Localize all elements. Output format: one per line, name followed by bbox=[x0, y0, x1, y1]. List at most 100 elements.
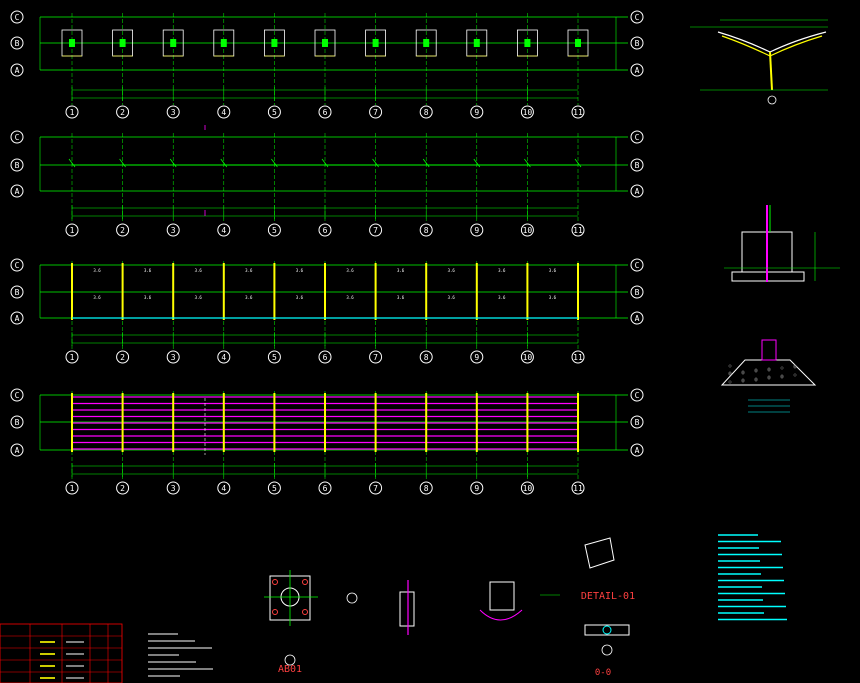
grid-bubble-label: A bbox=[15, 314, 20, 323]
grid-bubble-icon bbox=[10, 311, 24, 325]
gravel-base bbox=[720, 359, 817, 386]
grid-bubble-label: A bbox=[635, 187, 640, 196]
grid-bubble-label: C bbox=[15, 261, 20, 270]
detail-title-01: DETAIL-01 bbox=[581, 591, 635, 602]
connection-curve bbox=[479, 609, 523, 621]
column-base-plate bbox=[271, 39, 278, 47]
grid-bubble-label: 1 bbox=[70, 484, 75, 493]
grid-bubble-label: 8 bbox=[424, 108, 429, 117]
grid-bubble-icon bbox=[630, 158, 644, 172]
grid-bubble-icon bbox=[419, 481, 433, 495]
grid-bubble-label: A bbox=[635, 314, 640, 323]
grid-bubble-icon bbox=[65, 223, 79, 237]
grid-bubble-label: 9 bbox=[474, 484, 479, 493]
grid-bubble-icon bbox=[65, 105, 79, 119]
grid-bubble-icon bbox=[630, 184, 644, 198]
member-tag: 3.6 bbox=[144, 268, 152, 273]
section-plate bbox=[584, 624, 630, 636]
member-tag: 3.6 bbox=[296, 295, 304, 300]
grid-bubble-icon bbox=[630, 63, 644, 77]
column-base-plate bbox=[119, 39, 126, 47]
grid-bubble-label: 3 bbox=[171, 226, 176, 235]
grid-bubble-label: 5 bbox=[272, 108, 277, 117]
gravel-hatch bbox=[793, 365, 797, 369]
gravel-hatch bbox=[728, 380, 732, 384]
grid-bubble-icon bbox=[10, 36, 24, 50]
grid-bubble-label: 5 bbox=[272, 484, 277, 493]
grid-bubble-label: 7 bbox=[373, 226, 378, 235]
grid-bubble-label: 3 bbox=[171, 108, 176, 117]
gravel-hatch bbox=[767, 375, 771, 379]
member-tag: 3.6 bbox=[397, 268, 405, 273]
grid-bubble-icon bbox=[65, 481, 79, 495]
grid-bubble-icon bbox=[571, 223, 585, 237]
section-mark-icon bbox=[346, 592, 358, 604]
member-tag: 3.6 bbox=[195, 268, 203, 273]
section-mark-icon bbox=[284, 654, 296, 666]
gravel-hatch bbox=[728, 372, 732, 376]
grid-bubble-icon bbox=[571, 350, 585, 364]
grid-bubble-label: 8 bbox=[424, 353, 429, 362]
grid-bubble-icon bbox=[10, 415, 24, 429]
grid-bubble-icon bbox=[630, 443, 644, 457]
gravel-hatch bbox=[780, 374, 784, 378]
grid-bubble-label: 11 bbox=[573, 353, 583, 362]
gravel-hatch bbox=[793, 364, 797, 368]
grid-bubble-label: 1 bbox=[70, 353, 75, 362]
member-tag: 3.6 bbox=[549, 268, 557, 273]
gravel-hatch bbox=[780, 375, 784, 379]
grid-bubble-label: C bbox=[635, 13, 640, 22]
column-base-plate bbox=[575, 39, 581, 47]
grid-bubble-label: 7 bbox=[373, 108, 378, 117]
anchor-hole bbox=[272, 609, 278, 615]
grid-bubble-icon bbox=[630, 285, 644, 299]
grid-bubble-icon bbox=[630, 415, 644, 429]
grid-bubble-icon bbox=[318, 350, 332, 364]
grid-bubble-icon bbox=[10, 10, 24, 24]
rafter-mark bbox=[220, 158, 228, 168]
grid-bubble-label: 11 bbox=[573, 226, 583, 235]
grid-bubble-icon bbox=[267, 223, 281, 237]
grid-bubble-icon bbox=[470, 223, 484, 237]
rafter-mark bbox=[422, 158, 430, 168]
grid-bubble-label: 5 bbox=[272, 353, 277, 362]
member-tag: 3.6 bbox=[93, 295, 101, 300]
grid-bubble-icon bbox=[630, 311, 644, 325]
grid-bubble-label: 7 bbox=[373, 484, 378, 493]
member-tag: 3.6 bbox=[296, 268, 304, 273]
grid-bubble-icon bbox=[10, 63, 24, 77]
grid-bubble-icon bbox=[520, 105, 534, 119]
grid-bubble-label: 2 bbox=[120, 108, 125, 117]
gravel-hatch bbox=[754, 369, 758, 373]
grid-bubble-label: 2 bbox=[120, 226, 125, 235]
grid-bubble-label: A bbox=[15, 187, 20, 196]
section-mark-icon bbox=[601, 644, 613, 656]
rafter-mark bbox=[271, 158, 278, 168]
grid-bubble-label: 8 bbox=[424, 484, 429, 493]
detail-title-section-0: 0-0 bbox=[595, 668, 611, 678]
member-tag: 3.6 bbox=[346, 295, 354, 300]
gravel-hatch bbox=[741, 370, 745, 374]
member-tag: 3.6 bbox=[245, 268, 253, 273]
grid-bubble-icon bbox=[116, 223, 130, 237]
gravel-hatch bbox=[741, 378, 745, 382]
grid-bubble-icon bbox=[10, 258, 24, 272]
grid-bubble-label: 4 bbox=[221, 353, 226, 362]
grid-bubble-label: 10 bbox=[523, 353, 533, 362]
grid-bubble-icon bbox=[267, 350, 281, 364]
grid-bubble-icon bbox=[419, 350, 433, 364]
member-tag: 3.6 bbox=[498, 295, 506, 300]
anchor-hole bbox=[272, 579, 278, 585]
pipe-outline bbox=[602, 625, 612, 635]
grid-bubble-icon bbox=[267, 105, 281, 119]
grid-bubble-icon bbox=[470, 105, 484, 119]
rafter-mark bbox=[169, 158, 177, 168]
grid-bubble-label: C bbox=[635, 391, 640, 400]
grid-bubble-icon bbox=[470, 481, 484, 495]
grid-bubble-icon bbox=[10, 388, 24, 402]
grid-bubble-label: 10 bbox=[523, 108, 533, 117]
grid-bubble-icon bbox=[166, 481, 180, 495]
grid-bubble-icon bbox=[318, 481, 332, 495]
